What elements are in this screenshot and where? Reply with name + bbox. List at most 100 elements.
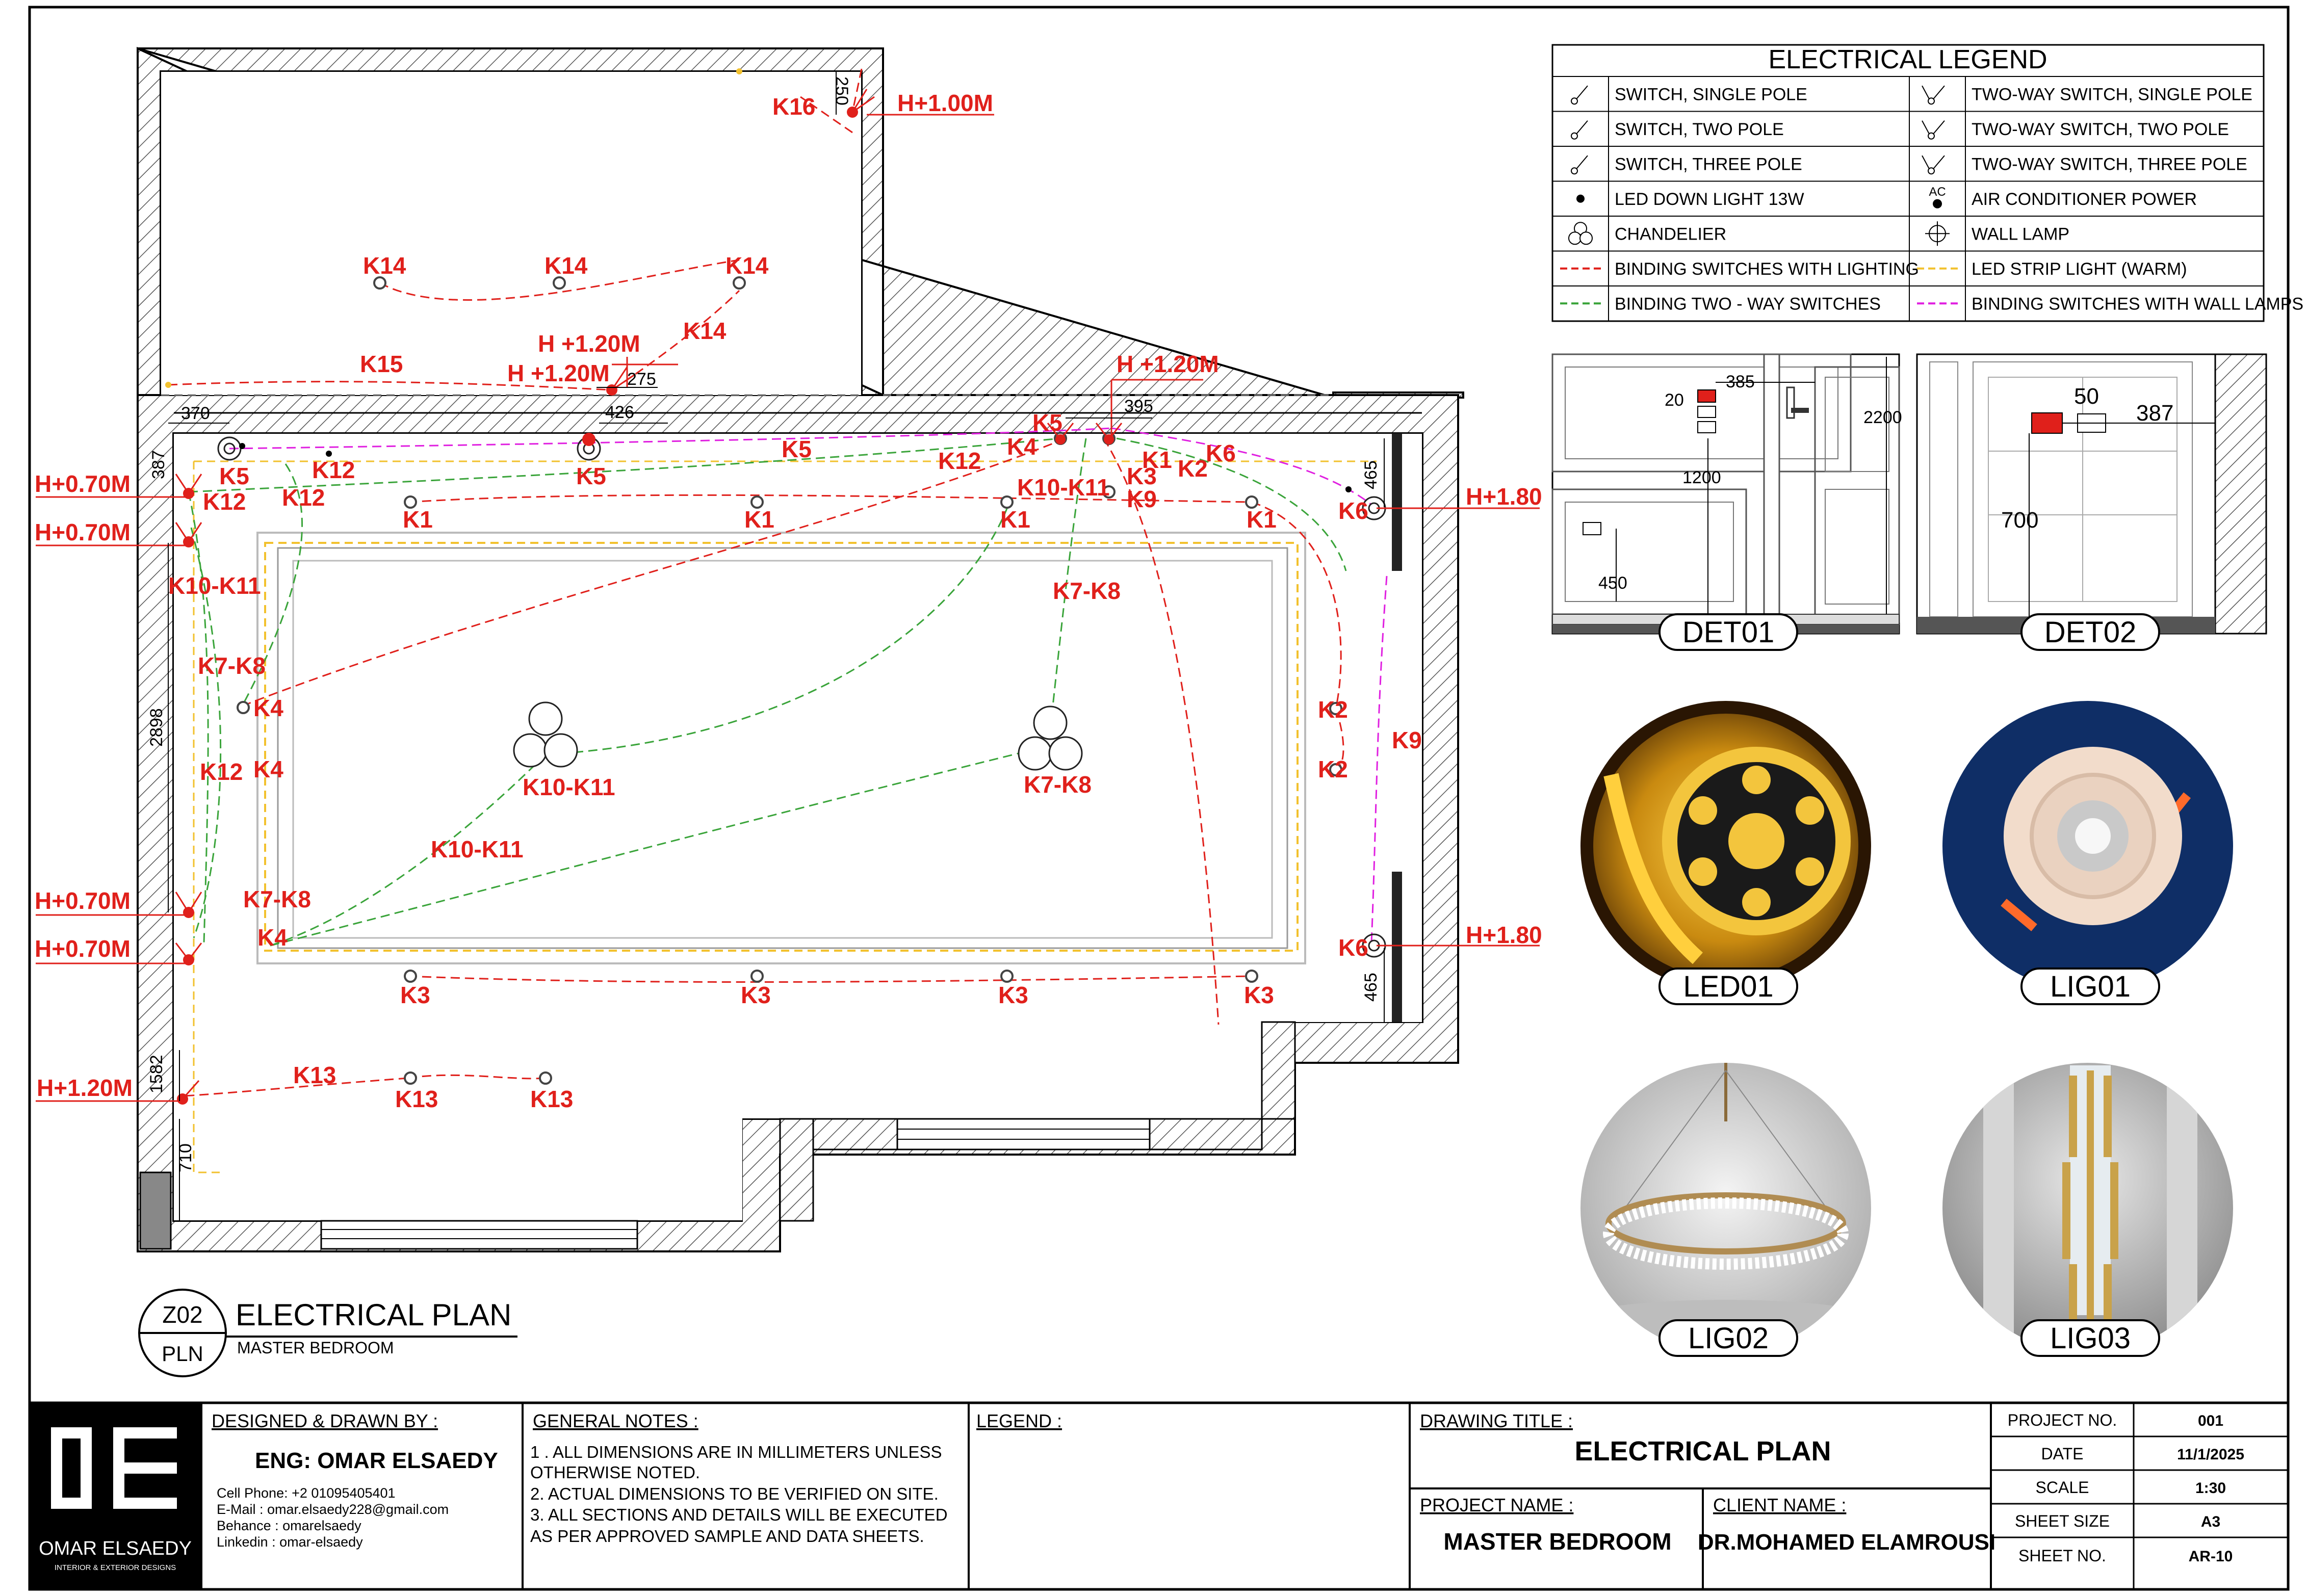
dimension-label: 387 — [149, 450, 168, 479]
label-k6: K6 — [1206, 440, 1236, 466]
note-line: 2. ACTUAL DIMENSIONS TO BE VERIFIED ON S… — [530, 1484, 939, 1503]
view-code-top: Z02 — [162, 1301, 202, 1328]
height-label: H+0.70M — [35, 887, 131, 914]
legend-item-label: SWITCH, THREE POLE — [1615, 154, 1802, 174]
dimension-label: 275 — [627, 370, 656, 389]
label-k2: K2 — [1318, 756, 1348, 782]
door-right-upper — [1392, 433, 1402, 571]
switch-three-pole-icon — [1571, 155, 1588, 175]
dimension-label: 395 — [1124, 397, 1153, 416]
air-conditioner-power-icon: AC — [1929, 185, 1946, 208]
down-light — [404, 495, 417, 509]
dimension-label: 2898 — [147, 708, 166, 747]
logo-name: OMAR ELSAEDY — [39, 1538, 192, 1559]
floor-plan: K16 H+1.00M K14 K14 K14 K14 K15 H +1.20M… — [35, 46, 1542, 1252]
height-label: H +1.20M — [538, 330, 640, 357]
detail-dimension: 1200 — [1682, 468, 1721, 487]
sample-lig03-label: LIG03 — [2050, 1322, 2131, 1355]
title-block: OMAR ELSAEDY INTERIOR & EXTERIOR DESIGNS… — [30, 1401, 2288, 1589]
label-k14: K14 — [683, 318, 727, 344]
note-line: 3. ALL SECTIONS AND DETAILS WILL BE EXEC… — [530, 1505, 948, 1524]
label-k2: K2 — [1178, 455, 1208, 482]
down-light — [404, 1071, 417, 1085]
height-label: H +1.20M — [507, 360, 610, 386]
label-k9: K9 — [1127, 486, 1157, 512]
label-k3: K3 — [998, 982, 1028, 1008]
view-code-bottom: PLN — [162, 1342, 203, 1366]
label-k12: K12 — [203, 488, 246, 515]
detail-det01-label: DET01 — [1682, 616, 1775, 649]
dimension-label: 370 — [181, 404, 210, 423]
detail-dimension: 20 — [1665, 390, 1684, 410]
down-light — [553, 276, 566, 290]
legend-item-label: BINDING SWITCHES WITH WALL LAMPS — [1972, 294, 2303, 313]
info-label: SHEET SIZE — [2015, 1512, 2110, 1530]
ceiling-coffer-mid — [277, 547, 1288, 949]
detail-dimension: 2200 — [1863, 408, 1902, 427]
dimension-label: 250 — [832, 76, 851, 106]
label-k4: K4 — [1007, 433, 1037, 460]
label-k4: K4 — [257, 924, 288, 951]
info-label: SCALE — [2036, 1478, 2089, 1497]
down-light — [1245, 495, 1258, 509]
project-name: MASTER BEDROOM — [1443, 1528, 1671, 1555]
detail-det01: 20 385 2200 1200 450 DET01 — [1551, 353, 1902, 651]
info-value: 1:30 — [2195, 1480, 2226, 1497]
note-line: AS PER APPROVED SAMPLE AND DATA SHEETS. — [530, 1527, 924, 1546]
sample-lig03: LIG03 — [1942, 1063, 2233, 1357]
label-k5: K5 — [219, 463, 249, 489]
label-k2: K2 — [1318, 696, 1348, 723]
height-label: H+1.80 — [1466, 483, 1542, 510]
label-k10-k11: K10-K11 — [168, 572, 261, 599]
sample-lig02-label: LIG02 — [1688, 1322, 1769, 1355]
contact-line: Behance : omarelsaedy — [217, 1518, 361, 1533]
height-label: H+1.00M — [897, 90, 993, 116]
label-k14: K14 — [725, 252, 769, 279]
designer-name: ENG: OMAR ELSAEDY — [255, 1448, 498, 1473]
label-k7-k8: K7-K8 — [198, 652, 266, 679]
label-k14: K14 — [363, 252, 406, 279]
height-label: H+0.70M — [35, 935, 131, 962]
down-light — [1329, 763, 1342, 776]
info-value: 11/1/2025 — [2177, 1446, 2244, 1463]
label-k10-k11: K10-K11 — [1017, 474, 1110, 501]
label-k13: K13 — [530, 1086, 573, 1112]
label-k1: K1 — [403, 506, 433, 533]
legend-title: ELECTRICAL LEGEND — [1768, 45, 2047, 74]
label-k4: K4 — [253, 756, 283, 782]
label-k9: K9 — [1392, 727, 1422, 753]
chandelier-icon — [1018, 705, 1083, 771]
sample-led01-label: LED01 — [1683, 970, 1773, 1003]
label-k7-k8: K7-K8 — [1053, 578, 1121, 604]
dimension-label: 1582 — [147, 1055, 166, 1093]
legend-item-label: WALL LAMP — [1972, 224, 2069, 244]
dimension-label: 465 — [1361, 460, 1381, 489]
switch-single-pole-icon — [1571, 85, 1588, 105]
svg-text:AC: AC — [1929, 185, 1946, 199]
height-label: H+1.80 — [1466, 922, 1542, 948]
detail-dimension: 450 — [1598, 573, 1627, 593]
detail-det02-label: DET02 — [2044, 616, 2137, 649]
door-right-lower — [1392, 872, 1402, 1022]
label-k1: K1 — [1142, 447, 1172, 473]
designed-by-label: DESIGNED & DRAWN BY : — [212, 1410, 438, 1431]
switch-two-pole-icon — [1571, 120, 1588, 140]
label-k12: K12 — [938, 448, 981, 474]
label-k3: K3 — [400, 982, 430, 1008]
down-light — [1000, 970, 1014, 983]
wall-lamp-icon — [1925, 221, 1950, 246]
drawing-title-label: DRAWING TITLE : — [1420, 1410, 1573, 1431]
info-label: DATE — [2041, 1445, 2084, 1463]
down-light — [750, 970, 764, 983]
two-way-switch-single-pole-icon — [1922, 85, 1945, 105]
height-label: H +1.20M — [1117, 351, 1219, 377]
logo-tagline: INTERIOR & EXTERIOR DESIGNS — [55, 1563, 176, 1572]
info-value: AR-10 — [2189, 1548, 2233, 1565]
contact-line: Linkedin : omar-elsaedy — [217, 1534, 363, 1550]
legend-item-label: LED STRIP LIGHT (WARM) — [1972, 259, 2187, 279]
detail-dimension: 387 — [2136, 401, 2173, 426]
label-k5: K5 — [782, 436, 812, 462]
legend-item-label: BINDING TWO - WAY SWITCHES — [1615, 294, 1881, 313]
sample-lig02: LIG02 — [1580, 1063, 1871, 1357]
